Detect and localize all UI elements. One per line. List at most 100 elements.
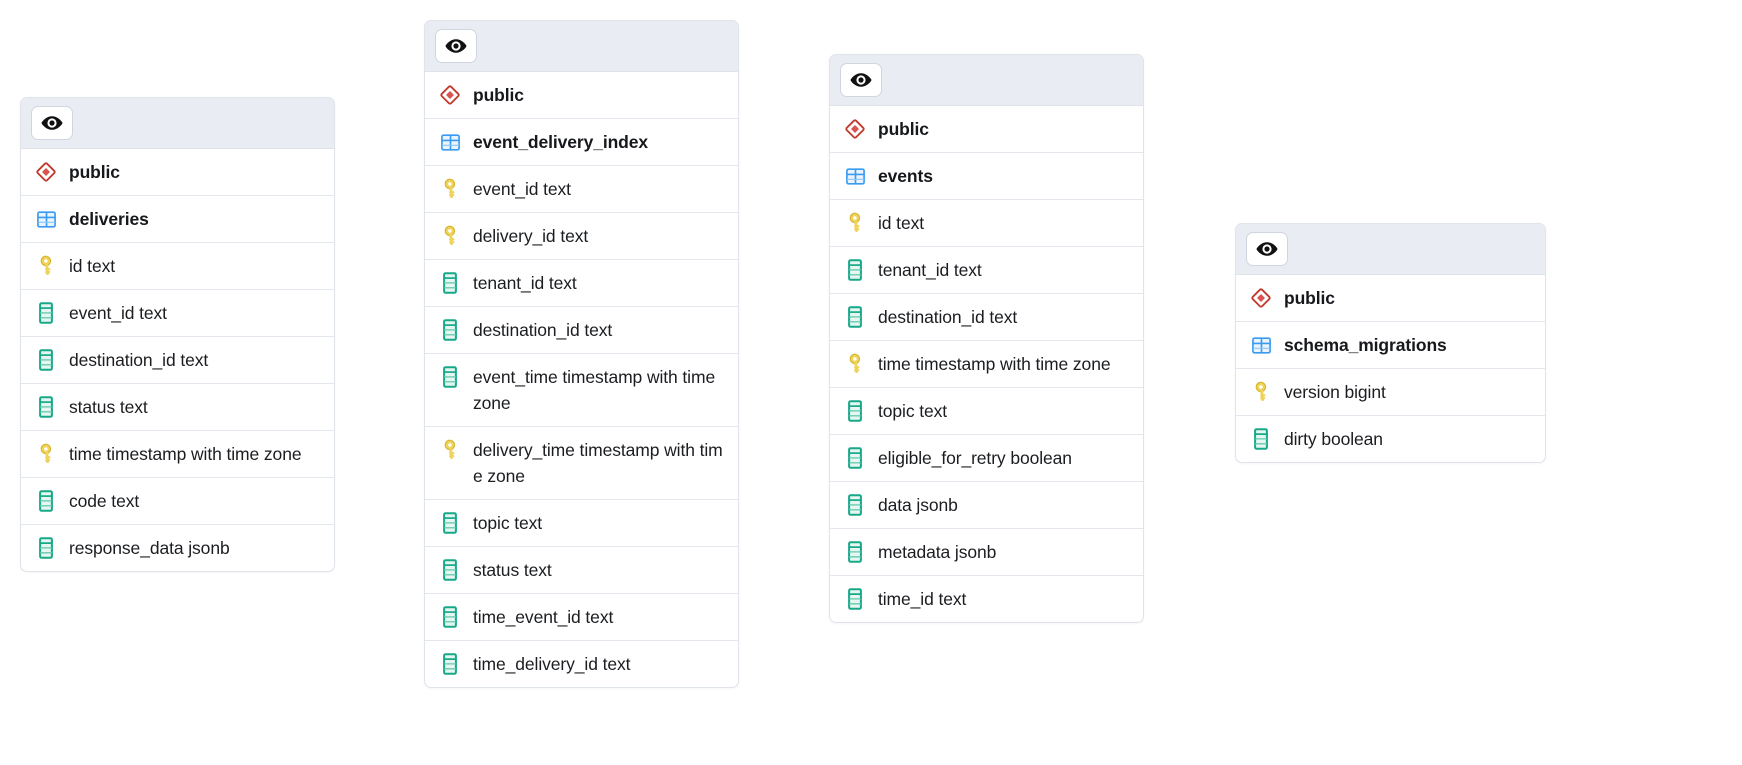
column-row-label: delivery_id text [473, 226, 589, 246]
table-grid-icon [439, 130, 461, 154]
column-row[interactable]: time timestamp with time zone [830, 341, 1143, 388]
table-name-row[interactable]: event_delivery_index [425, 119, 738, 166]
column-row[interactable]: event_time timestamp with time zone [425, 354, 738, 427]
column-cylinder-icon [1250, 427, 1272, 451]
schema-row[interactable]: public [830, 106, 1143, 153]
column-row-label: event_time timestamp with time zone [473, 367, 716, 413]
column-row[interactable]: delivery_time timestamp with time zone [425, 427, 738, 500]
column-cylinder-icon [439, 318, 461, 342]
column-row[interactable]: id text [830, 200, 1143, 247]
column-cylinder-icon [439, 652, 461, 676]
column-row-label: time timestamp with time zone [878, 354, 1111, 374]
column-row-label: event_id text [473, 179, 571, 199]
table-name-row[interactable]: deliveries [21, 196, 334, 243]
column-row[interactable]: time_delivery_id text [425, 641, 738, 687]
column-row[interactable]: tenant_id text [830, 247, 1143, 294]
column-row[interactable]: response_data jsonb [21, 525, 334, 571]
column-row-label: event_id text [69, 303, 167, 323]
key-icon [844, 352, 866, 376]
table-card-header [1236, 224, 1545, 275]
schema-diamond-icon [844, 117, 866, 141]
column-row[interactable]: tenant_id text [425, 260, 738, 307]
eye-icon [40, 111, 64, 135]
column-cylinder-icon [844, 258, 866, 282]
table-name-row-label: deliveries [69, 209, 149, 229]
column-cylinder-icon [439, 605, 461, 629]
schema-row-label: public [473, 85, 524, 105]
table-card-deliveries[interactable]: public deliveries id text event_id text dest… [20, 97, 335, 572]
column-row[interactable]: delivery_id text [425, 213, 738, 260]
column-row[interactable]: time timestamp with time zone [21, 431, 334, 478]
column-row[interactable]: event_id text [21, 290, 334, 337]
eye-icon-button[interactable] [31, 106, 73, 140]
column-row[interactable]: data jsonb [830, 482, 1143, 529]
column-row-label: destination_id text [473, 320, 613, 340]
column-row-label: data jsonb [878, 495, 958, 515]
key-icon [1250, 380, 1272, 404]
column-cylinder-icon [844, 540, 866, 564]
key-icon [439, 177, 461, 201]
eye-icon-button[interactable] [435, 29, 477, 63]
column-row[interactable]: metadata jsonb [830, 529, 1143, 576]
table-card-header [830, 55, 1143, 106]
column-row-label: status text [69, 397, 148, 417]
column-row[interactable]: time_event_id text [425, 594, 738, 641]
table-grid-icon [1250, 333, 1272, 357]
key-icon [35, 442, 57, 466]
eye-icon-button[interactable] [840, 63, 882, 97]
column-row-label: eligible_for_retry boolean [878, 448, 1072, 468]
column-row[interactable]: destination_id text [425, 307, 738, 354]
table-name-row-label: event_delivery_index [473, 132, 649, 152]
column-row-label: destination_id text [878, 307, 1018, 327]
column-row[interactable]: status text [425, 547, 738, 594]
schema-row-label: public [878, 119, 929, 139]
column-cylinder-icon [35, 301, 57, 325]
table-name-row[interactable]: schema_migrations [1236, 322, 1545, 369]
column-row-label: tenant_id text [878, 260, 982, 280]
column-cylinder-icon [439, 365, 461, 389]
column-row[interactable]: eligible_for_retry boolean [830, 435, 1143, 482]
column-row[interactable]: dirty boolean [1236, 416, 1545, 462]
key-icon [439, 438, 461, 462]
column-cylinder-icon [844, 305, 866, 329]
column-row[interactable]: destination_id text [21, 337, 334, 384]
column-row[interactable]: time_id text [830, 576, 1143, 622]
schema-row[interactable]: public [425, 72, 738, 119]
table-name-row[interactable]: events [830, 153, 1143, 200]
schema-row[interactable]: public [21, 149, 334, 196]
table-grid-icon [35, 207, 57, 231]
key-icon [439, 224, 461, 248]
column-row[interactable]: destination_id text [830, 294, 1143, 341]
eye-icon-button[interactable] [1246, 232, 1288, 266]
column-cylinder-icon [439, 558, 461, 582]
column-row[interactable]: event_id text [425, 166, 738, 213]
column-row-label: topic text [878, 401, 948, 421]
table-card-header [425, 21, 738, 72]
column-row[interactable]: topic text [425, 500, 738, 547]
column-cylinder-icon [439, 511, 461, 535]
table-name-row-label: schema_migrations [1284, 335, 1447, 355]
column-row-label: id text [69, 256, 115, 276]
column-row[interactable]: version bigint [1236, 369, 1545, 416]
key-icon [35, 254, 57, 278]
column-row-label: destination_id text [69, 350, 209, 370]
column-cylinder-icon [844, 587, 866, 611]
eye-icon [1255, 237, 1279, 261]
column-row-label: time_id text [878, 589, 967, 609]
table-card-event_delivery_index[interactable]: public event_delivery_index event_id text d… [424, 20, 739, 688]
schema-diamond-icon [35, 160, 57, 184]
column-row-label: metadata jsonb [878, 542, 997, 562]
column-row[interactable]: id text [21, 243, 334, 290]
column-cylinder-icon [35, 536, 57, 560]
eye-icon [849, 68, 873, 92]
column-row[interactable]: status text [21, 384, 334, 431]
column-row[interactable]: code text [21, 478, 334, 525]
schema-row[interactable]: public [1236, 275, 1545, 322]
column-cylinder-icon [844, 446, 866, 470]
schema-row-label: public [1284, 288, 1335, 308]
column-row-label: dirty boolean [1284, 429, 1383, 449]
column-row[interactable]: topic text [830, 388, 1143, 435]
